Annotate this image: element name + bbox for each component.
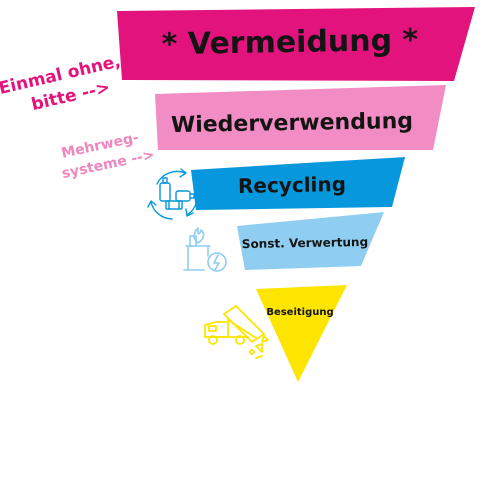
- level-beseitigung: Beseitigung: [256, 285, 347, 382]
- level-verwertung-band: [237, 212, 384, 270]
- level-vermeidung-label: * Vermeidung *: [161, 23, 418, 62]
- level-recycling-band: [191, 157, 405, 210]
- level-recycling: Recycling: [191, 157, 405, 210]
- level-beseitigung-label: Beseitigung: [266, 307, 333, 318]
- incineration-energy-icon: [183, 227, 227, 272]
- level-vermeidung-band: [117, 7, 475, 81]
- level-wiederverwendung-band: [155, 85, 446, 150]
- note-einmal-ohne: Einmal ohne, bitte -->: [0, 52, 123, 116]
- dump-truck-icon: [204, 305, 269, 359]
- recycling-bottles-icon: [147, 168, 198, 220]
- level-verwertung: Sonst. Verwertung: [237, 212, 384, 270]
- level-wiederverwendung-label: Wiederverwendung: [171, 109, 413, 138]
- level-beseitigung-band: [256, 285, 347, 382]
- level-wiederverwendung: Wiederverwendung: [155, 85, 446, 150]
- level-recycling-label: Recycling: [238, 172, 346, 198]
- level-verwertung-label: Sonst. Verwertung: [242, 235, 369, 251]
- level-vermeidung: * Vermeidung *: [117, 7, 475, 81]
- note-mehrwegsysteme: Mehrweg- systeme -->: [60, 130, 156, 182]
